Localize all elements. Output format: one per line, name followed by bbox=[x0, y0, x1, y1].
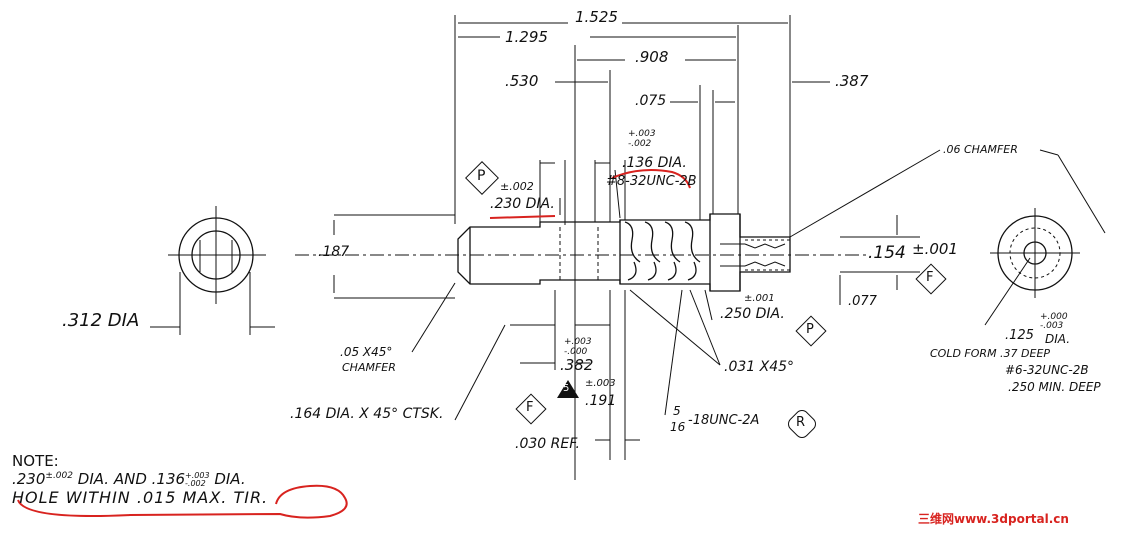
datum-f-label-right: F bbox=[926, 270, 934, 285]
tol-382-plus: +.003 bbox=[564, 337, 592, 347]
chamfer-label: CHAMFER bbox=[342, 361, 396, 374]
tol-230: ±.002 bbox=[500, 180, 534, 193]
dim-191: .191 bbox=[585, 393, 617, 409]
dim-1295: 1.295 bbox=[505, 28, 548, 46]
thread-5-16: -18UNC-2A bbox=[688, 413, 760, 428]
left-end-view bbox=[150, 206, 275, 335]
tol-136-minus: -.002 bbox=[628, 139, 652, 149]
dim-382: .382 bbox=[560, 356, 594, 374]
dia-label: DIA. bbox=[1045, 332, 1071, 346]
dim-06-chamfer: .06 CHAMFER bbox=[943, 143, 1018, 156]
note-136-tol-minus: -.002 bbox=[185, 478, 206, 488]
note-and-136: DIA. AND .136 bbox=[77, 470, 186, 488]
datum-r-label: R bbox=[796, 415, 806, 430]
dimension-lines bbox=[333, 22, 898, 441]
part-profile bbox=[295, 213, 870, 292]
triangle-5-symbol bbox=[557, 380, 579, 398]
dim-136-dia: .136 DIA. bbox=[622, 155, 687, 171]
datum-f-label-left: F bbox=[526, 400, 534, 415]
right-end-view bbox=[984, 149, 1106, 326]
note-230: .230 bbox=[12, 470, 46, 488]
dim-230-dia: .230 DIA. bbox=[490, 196, 555, 212]
leaders bbox=[411, 149, 941, 421]
dim-05x45: .05 X45° bbox=[340, 345, 393, 359]
note-230-tol: ±.002 bbox=[45, 471, 73, 481]
tol-125-plus: +.000 bbox=[1040, 312, 1068, 322]
thread-5-16-num: 5 bbox=[673, 404, 681, 418]
dim-908: .908 bbox=[635, 48, 669, 66]
dim-187: .187 bbox=[318, 244, 350, 260]
dim-312-dia: .312 DIA bbox=[62, 310, 140, 331]
thread-8-32: #8-32UNC-2B bbox=[606, 174, 697, 189]
dim-387: .387 bbox=[835, 72, 869, 90]
dim-125: .125 bbox=[1005, 328, 1034, 343]
cold-form: COLD FORM .37 DEEP bbox=[930, 347, 1051, 360]
dim-075: .075 bbox=[635, 93, 667, 109]
tol-191: ±.003 bbox=[585, 378, 616, 389]
tol-382-minus: -.000 bbox=[564, 347, 588, 357]
dim-154: .154 bbox=[868, 243, 906, 263]
note-136-tol-plus: +.003 bbox=[185, 470, 210, 480]
tol-136-plus: +.003 bbox=[628, 129, 656, 139]
note-line-2: HOLE WITHIN .015 MAX. TIR. bbox=[12, 488, 269, 507]
watermark: 三维网www.3dportal.cn bbox=[918, 511, 1069, 526]
thread-5-16-den: 16 bbox=[670, 420, 686, 434]
note-line-1: .230±.002 DIA. AND .136+.003-.002 DIA. bbox=[12, 470, 246, 488]
dim-1525: 1.525 bbox=[575, 8, 618, 26]
tol-125-minus: -.003 bbox=[1040, 321, 1064, 331]
datum-p-label-2: P bbox=[806, 322, 814, 337]
red-markup bbox=[17, 169, 691, 519]
note-label: NOTE: bbox=[12, 452, 59, 470]
thread-6-32: #6-32UNC-2B bbox=[1005, 363, 1089, 377]
tol-250: ±.001 bbox=[744, 293, 775, 304]
extension-lines bbox=[334, 15, 920, 480]
dim-530: .530 bbox=[505, 72, 539, 90]
note-dia: DIA. bbox=[214, 470, 246, 488]
min-deep: .250 MIN. DEEP bbox=[1008, 380, 1101, 394]
dim-164-ctsk: .164 DIA. X 45° CTSK. bbox=[290, 406, 444, 422]
dim-031x45: .031 X45° bbox=[724, 359, 795, 375]
tol-154: ±.001 bbox=[912, 240, 958, 258]
triangle-5-label: 5 bbox=[563, 383, 570, 394]
datum-p-label: P bbox=[477, 168, 486, 184]
dim-030-ref: .030 REF. bbox=[515, 436, 580, 452]
dim-250-dia: .250 DIA. bbox=[720, 306, 785, 322]
dim-077: .077 bbox=[848, 294, 877, 309]
note-136-tol: +.003-.002 bbox=[185, 470, 210, 488]
